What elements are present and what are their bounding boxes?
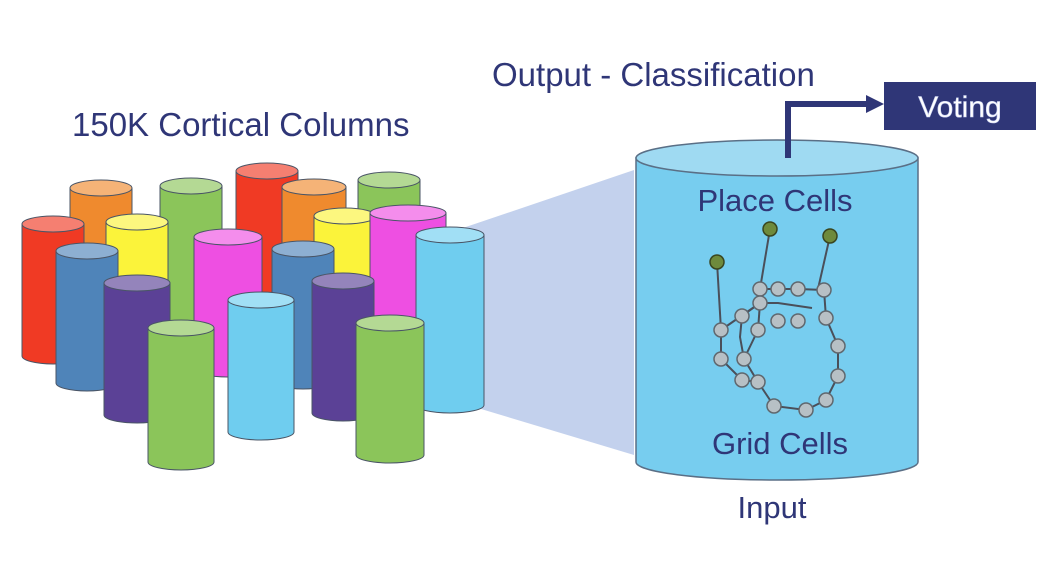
- grid-cell-node: [766, 398, 782, 414]
- cortical-column-body: [355, 322, 425, 464]
- place-cell-node: [709, 254, 725, 270]
- columns-title: 150K Cortical Columns: [72, 106, 409, 143]
- grid-cell-node: [750, 322, 766, 338]
- cortical-column-top: [415, 226, 485, 244]
- grid-cell-node: [798, 402, 814, 418]
- grid-cell-node: [790, 281, 806, 297]
- cortical-column-top: [235, 162, 299, 180]
- grid-cell-node: [752, 281, 768, 297]
- cortical-column-body: [147, 327, 215, 471]
- grid-cell-node: [830, 368, 846, 384]
- cortical-column: [355, 314, 425, 464]
- cortical-column-top: [281, 178, 347, 196]
- cortical-column-top: [311, 272, 375, 290]
- place-cell-node: [762, 221, 778, 237]
- grid-cell-node: [750, 374, 766, 390]
- voting-label: Voting: [918, 91, 1001, 124]
- cortical-column-top: [21, 215, 85, 233]
- cortical-column-top: [227, 291, 295, 309]
- grid-cell-node: [713, 322, 729, 338]
- cortical-columns-group: [21, 162, 485, 471]
- grid-cell-node: [713, 351, 729, 367]
- cortical-column-top: [103, 274, 171, 292]
- cortical-column-top: [69, 179, 133, 197]
- grid-cell-node: [816, 282, 832, 298]
- big-column-top: [635, 139, 919, 177]
- grid-cells-label: Grid Cells: [712, 426, 848, 461]
- voting-box: [884, 82, 1036, 130]
- cortical-column-top: [357, 171, 421, 189]
- grid-cell-node: [790, 313, 806, 329]
- grid-cell-node: [770, 313, 786, 329]
- cortical-column-body: [415, 234, 485, 414]
- grid-cell-node: [770, 281, 786, 297]
- cortical-column-body: [227, 299, 295, 441]
- output-arrow: [785, 101, 870, 158]
- grid-cell-node: [752, 295, 768, 311]
- cortical-column-top: [147, 319, 215, 337]
- cortical-column: [415, 226, 485, 414]
- input-label: Input: [738, 490, 807, 525]
- zoom-funnel: [451, 170, 634, 455]
- cortical-column-top: [55, 242, 119, 260]
- place-cell-node: [822, 228, 838, 244]
- cortical-column-top: [313, 207, 377, 225]
- place-cells-label: Place Cells: [697, 183, 852, 218]
- cortical-column-top: [193, 228, 263, 246]
- grid-cell-node: [736, 351, 752, 367]
- grid-cell-node: [830, 338, 846, 354]
- grid-cell-node: [818, 392, 834, 408]
- cortical-column: [147, 319, 215, 471]
- connection-b: [817, 235, 831, 290]
- cortical-column-top: [355, 314, 425, 332]
- cortical-column: [227, 291, 295, 441]
- cell-network: [709, 221, 846, 418]
- cortical-column-top: [369, 204, 447, 222]
- output-title: Output - Classification: [492, 56, 815, 93]
- cortical-column: [55, 242, 119, 392]
- cortical-column-top: [105, 213, 169, 231]
- grid-cell-node: [734, 372, 750, 388]
- cortical-column-top: [271, 240, 335, 258]
- cortical-column-top: [159, 177, 223, 195]
- grid-cell-node: [734, 308, 750, 324]
- output-arrowhead: [866, 95, 884, 113]
- grid-cell-node: [818, 310, 834, 326]
- connection-a: [759, 228, 771, 290]
